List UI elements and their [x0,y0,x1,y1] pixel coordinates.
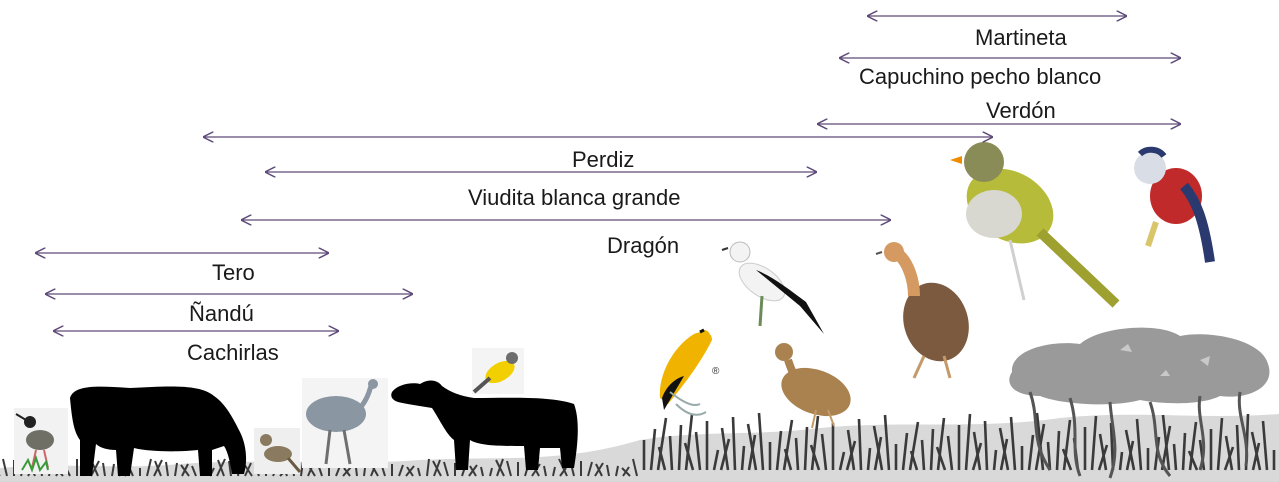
label-dragon: Dragón [607,233,679,259]
martineta-bird-illustration [876,242,979,378]
verdon-bird-illustration [950,142,1116,304]
yellow-breast-bird-illustration [472,348,524,394]
dragon-bird-illustration: ® [660,330,720,415]
label-perdiz: Perdiz [572,147,634,173]
label-verdon: Verdón [986,98,1056,124]
perdiz-bird-illustration [775,343,858,428]
trademark-symbol: ® [712,366,720,377]
cachirla-bird-illustration [254,428,300,474]
label-capuchino-pecho-blanco: Capuchino pecho blanco [859,64,1101,90]
label-nandu: Ñandú [189,301,254,327]
capuchino-bird-illustration [1134,150,1210,262]
label-tero: Tero [212,260,255,286]
label-viudita-blanca-grande: Viudita blanca grande [468,185,680,211]
label-martineta: Martineta [975,25,1067,51]
label-cachirlas: Cachirlas [187,340,279,366]
nandu-bird-illustration [302,378,388,468]
viudita-bird-illustration [722,242,824,334]
tero-bird-illustration [14,408,68,474]
